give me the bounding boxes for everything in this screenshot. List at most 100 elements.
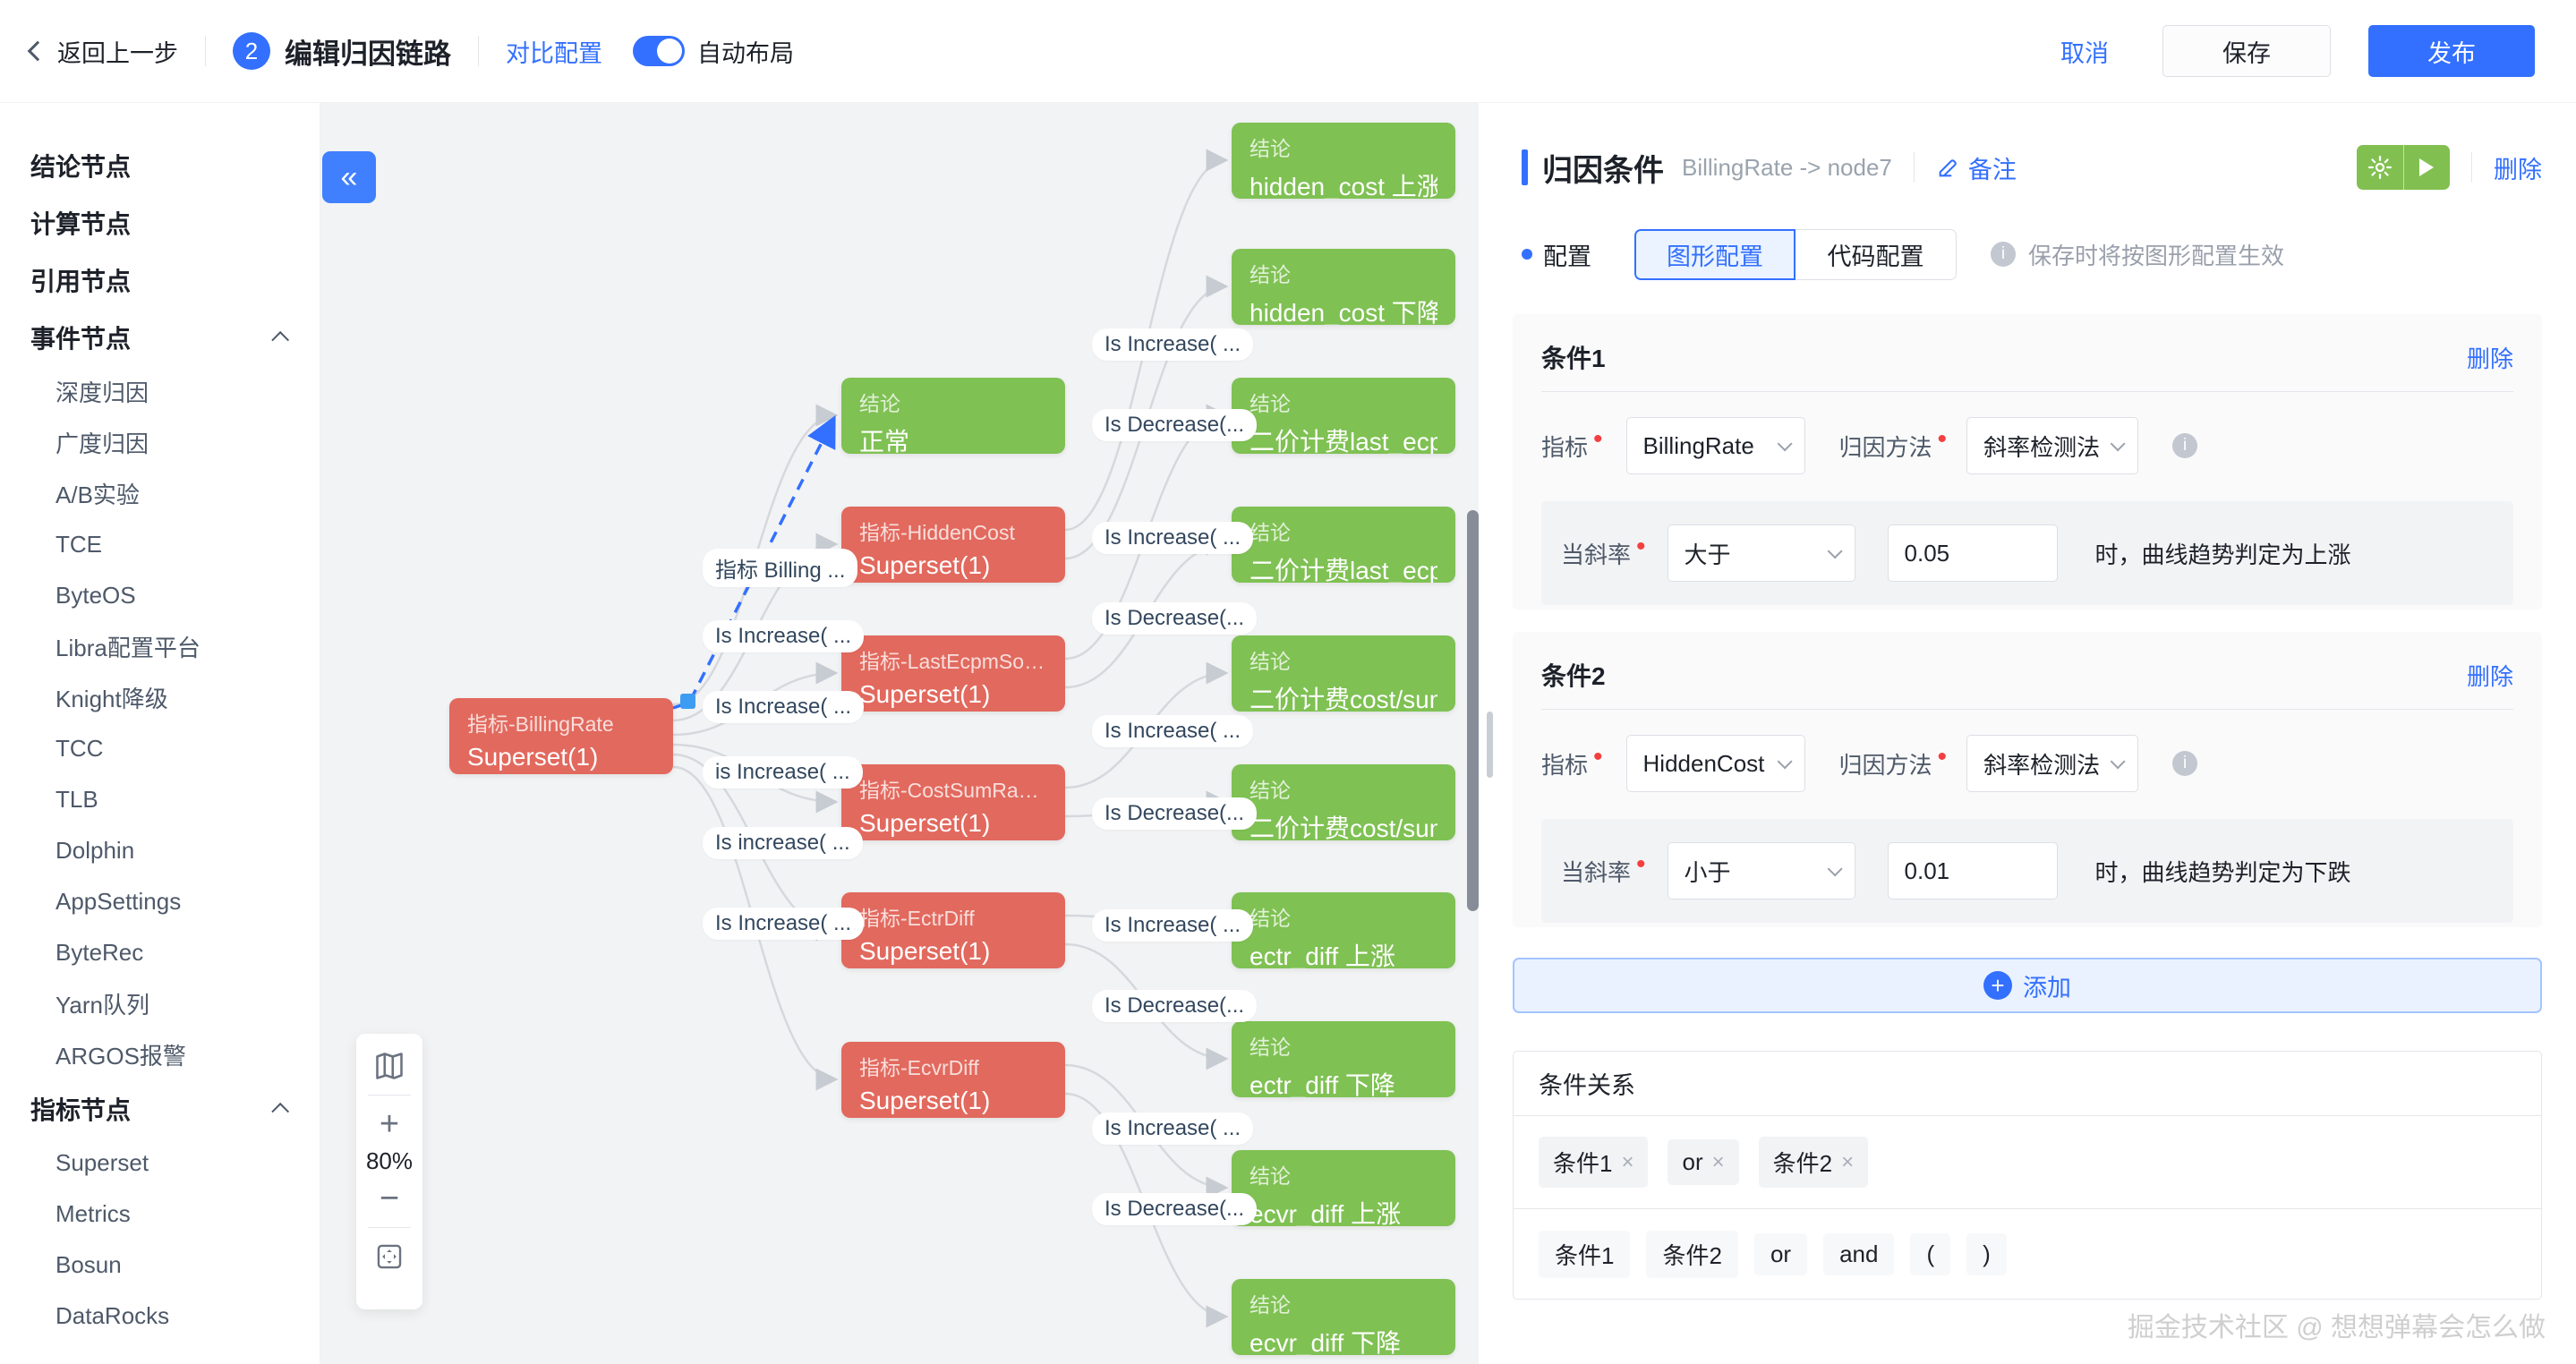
delete-edge-button[interactable]: 删除 [2494, 156, 2542, 183]
method-select[interactable]: 斜率检测法 [1966, 417, 2139, 474]
sidebar-item-Libra配置平台[interactable]: Libra配置平台 [55, 635, 200, 661]
sidebar-item-AppSettings[interactable]: AppSettings [55, 888, 182, 915]
compare-config-link[interactable]: 对比配置 [506, 39, 602, 67]
zoom-in-button[interactable]: + [379, 1105, 400, 1143]
panel-scrollbar[interactable] [1487, 712, 1493, 778]
graph-node-g4[interactable]: 结论二价计费last_ecp... [1232, 507, 1455, 583]
add-condition-button[interactable]: + 添加 [1513, 958, 2542, 1013]
sidebar-section-计算节点[interactable]: 计算节点 [0, 194, 320, 251]
tab-graphic-config[interactable]: 图形配置 [1634, 228, 1796, 280]
edge-label[interactable]: Is Increase( ... [1092, 909, 1254, 942]
delete-condition-button[interactable]: 删除 [2466, 345, 2513, 372]
minimap-icon[interactable] [371, 1048, 407, 1084]
sidebar-item-Dolphin[interactable]: Dolphin [55, 837, 135, 864]
operator-select[interactable]: 小于 [1667, 842, 1855, 899]
graph-node-g3[interactable]: 结论二价计费last_ecp... [1232, 378, 1455, 454]
edge-label[interactable]: Is Increase( ... [1092, 522, 1254, 554]
sidebar-item-Metrics[interactable]: Metrics [55, 1200, 131, 1227]
graph-node-lastecpm[interactable]: 指标-LastEcpmSorte...Superset(1) [841, 635, 1065, 712]
sidebar-item-TCC[interactable]: TCC [55, 735, 104, 762]
edge-label[interactable]: Is Increase( ... [703, 691, 865, 723]
sidebar-item-深度归因[interactable]: 深度归因 [55, 379, 149, 406]
palette-tag-条件2[interactable]: 条件2 [1646, 1230, 1738, 1278]
graph-node-costsum[interactable]: 指标-CostSumRankBidSuperset(1) [841, 764, 1065, 840]
settings-icon[interactable] [2357, 145, 2404, 190]
graph-node-g6[interactable]: 结论二价计费cost/sum... [1232, 764, 1455, 840]
threshold-input[interactable] [1887, 524, 2058, 582]
edge-label[interactable]: Is Increase( ... [703, 908, 865, 940]
sidebar-section-结论节点[interactable]: 结论节点 [0, 137, 320, 194]
metric-select[interactable]: HiddenCost [1625, 735, 1805, 792]
edge-label[interactable]: Is Decrease(... [1092, 409, 1258, 441]
run-split-button[interactable] [2357, 145, 2450, 190]
remove-tag-icon[interactable]: × [1841, 1149, 1855, 1174]
palette-tag-([interactable]: ( [1910, 1232, 1951, 1275]
edge-label[interactable]: Is increase( ... [703, 827, 863, 859]
operator-select[interactable]: 大于 [1667, 524, 1855, 582]
save-button[interactable]: 保存 [2162, 25, 2331, 77]
threshold-input[interactable] [1887, 842, 2058, 899]
sidebar-item-广度归因[interactable]: 广度归因 [55, 431, 149, 457]
palette-tag-or[interactable]: or [1753, 1232, 1808, 1275]
edge-label[interactable]: Is Decrease(... [1092, 990, 1258, 1022]
palette-tag-条件1[interactable]: 条件1 [1539, 1230, 1631, 1278]
edge-label[interactable]: Is Decrease(... [1092, 797, 1258, 830]
note-button[interactable]: 备注 [1936, 150, 2017, 185]
sidebar-section-事件节点[interactable]: 事件节点 [0, 309, 320, 366]
edge-label[interactable]: Is Increase( ... [1092, 328, 1254, 361]
auto-layout-toggle[interactable] [633, 36, 685, 66]
sidebar-item-Yarn队列[interactable]: Yarn队列 [55, 992, 149, 1019]
delete-condition-button[interactable]: 删除 [2466, 662, 2513, 690]
edge-label[interactable]: Is Decrease(... [1092, 602, 1258, 635]
canvas-vertical-scrollbar[interactable] [1467, 510, 1479, 911]
sidebar-item-ByteRec[interactable]: ByteRec [55, 939, 144, 966]
cancel-button[interactable]: 取消 [2060, 39, 2109, 67]
sidebar-item-TCE[interactable]: TCE [55, 531, 102, 558]
edge-label[interactable]: 指标 Billing ... [703, 549, 858, 587]
sidebar-item-Superset[interactable]: Superset [55, 1149, 149, 1176]
tab-code-config[interactable]: 代码配置 [1796, 228, 1957, 280]
sidebar-item-ARGOS报警[interactable]: ARGOS报警 [55, 1043, 186, 1070]
fit-view-icon[interactable] [371, 1239, 407, 1274]
remove-tag-icon[interactable]: × [1621, 1149, 1634, 1174]
back-button[interactable]: 返回上一步 [27, 34, 178, 69]
palette-tag-)[interactable]: ) [1966, 1232, 2007, 1275]
edge-label[interactable]: Is Increase( ... [703, 620, 865, 652]
method-select[interactable]: 斜率检测法 [1966, 735, 2139, 792]
edge-label[interactable]: is Increase( ... [703, 756, 863, 789]
edge-label[interactable]: Is Increase( ... [1092, 1113, 1254, 1145]
remove-tag-icon[interactable]: × [1711, 1149, 1725, 1174]
graph-node-g5[interactable]: 结论二价计费cost/sum... [1232, 635, 1455, 712]
edge-label[interactable]: Is Decrease(... [1092, 1193, 1258, 1225]
relation-tag-条件1[interactable]: 条件1× [1539, 1137, 1649, 1188]
sidebar-item-DataRocks[interactable]: DataRocks [55, 1302, 170, 1329]
relation-tag-条件2[interactable]: 条件2× [1758, 1137, 1869, 1188]
publish-button[interactable]: 发布 [2368, 25, 2535, 77]
sidebar-section-指标节点[interactable]: 指标节点 [0, 1080, 320, 1138]
palette-tag-and[interactable]: and [1823, 1232, 1895, 1275]
sidebar-item-TLB[interactable]: TLB [55, 786, 98, 813]
sidebar-item-Bosun[interactable]: Bosun [55, 1251, 122, 1278]
zoom-out-button[interactable]: − [379, 1180, 400, 1217]
sidebar-section-引用节点[interactable]: 引用节点 [0, 251, 320, 309]
sidebar-item-ByteOS[interactable]: ByteOS [55, 582, 136, 609]
sidebar-collapse-button[interactable]: « [322, 151, 376, 203]
graph-node-normal[interactable]: 结论正常 [841, 378, 1065, 454]
play-icon[interactable] [2404, 145, 2451, 190]
relation-tag-or[interactable]: or× [1668, 1139, 1739, 1185]
sidebar-item-A/B实验[interactable]: A/B实验 [55, 482, 140, 508]
sidebar-item-Knight降级[interactable]: Knight降级 [55, 686, 168, 712]
edge-label[interactable]: Is Increase( ... [1092, 715, 1254, 747]
metric-select[interactable]: BillingRate [1625, 417, 1805, 474]
